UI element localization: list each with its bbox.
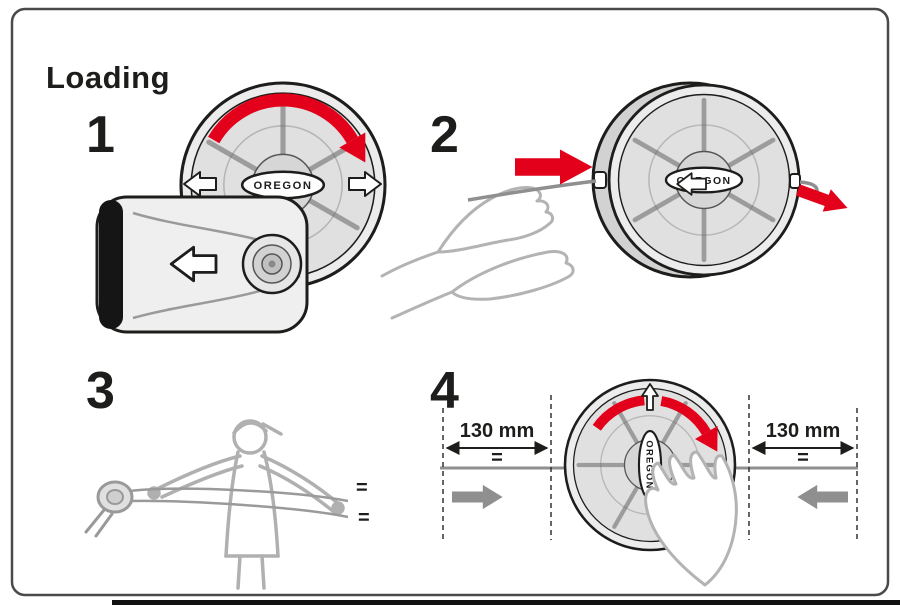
measurement-right: 130 mm =	[751, 420, 855, 469]
equal-mark-right: =	[797, 447, 809, 469]
trimmer-head-front	[181, 83, 385, 287]
up-arrow-icon	[641, 383, 659, 411]
rotation-arrowhead-icon	[695, 426, 718, 452]
hands-holding-line	[380, 186, 575, 320]
equal-length-mark-bottom: =	[358, 507, 370, 529]
person-arm-right-lower	[258, 464, 336, 514]
person-arm-left-lower	[160, 464, 244, 499]
person-torso-right	[262, 450, 280, 558]
rotation-arrow-icon	[208, 93, 358, 144]
step-2: 2	[380, 81, 852, 320]
person-cap-brim	[261, 422, 283, 436]
trimmer-line-strand-bottom	[129, 499, 349, 519]
hand-lower	[450, 250, 575, 301]
forearm-lower	[390, 290, 454, 320]
hand-upper	[436, 186, 555, 254]
measurement-right-label: 130 mm	[766, 420, 841, 442]
head-side-bumper	[99, 200, 123, 329]
step-4-number: 4	[430, 362, 459, 420]
step-2-number: 2	[430, 106, 459, 164]
equal-mark-left: =	[491, 447, 503, 469]
trimmer-head-side	[95, 195, 309, 334]
measurement-guides	[442, 395, 858, 540]
person-arm-left	[153, 454, 242, 492]
forearm-upper	[380, 250, 440, 278]
step-3: 3 = =	[84, 362, 370, 590]
step-1-number: 1	[86, 106, 115, 164]
page-bottom-edge	[112, 600, 900, 605]
person-cap	[232, 421, 268, 435]
gripping-hand	[644, 450, 738, 587]
trimmer-line-strand-top	[129, 487, 349, 503]
measurement-left-label: 130 mm	[460, 420, 535, 442]
step-1: 1	[86, 83, 385, 334]
small-trimmer-head	[84, 480, 134, 538]
person-torso-left	[224, 450, 240, 558]
rotation-arc-segment-2	[660, 396, 711, 436]
equal-length-mark-top: =	[356, 477, 368, 499]
step-3-number: 3	[86, 362, 115, 420]
trimmer-line-entering	[467, 179, 597, 202]
step-4: 4 130 mm = 130 mm =	[430, 362, 858, 587]
page-title: Loading	[46, 60, 170, 95]
bump-knob	[241, 233, 303, 295]
line-eyelet-right	[789, 173, 801, 189]
person-hand-right	[331, 501, 345, 515]
rotation-arrow-dashed	[592, 395, 718, 452]
person-head	[232, 419, 268, 455]
person-legs	[236, 554, 266, 590]
trimmer-head-tilted	[591, 81, 801, 279]
measurement-left: 130 mm =	[445, 420, 549, 469]
rotation-arc-segment-1	[592, 395, 645, 431]
rotation-arrowhead-icon	[339, 132, 366, 163]
